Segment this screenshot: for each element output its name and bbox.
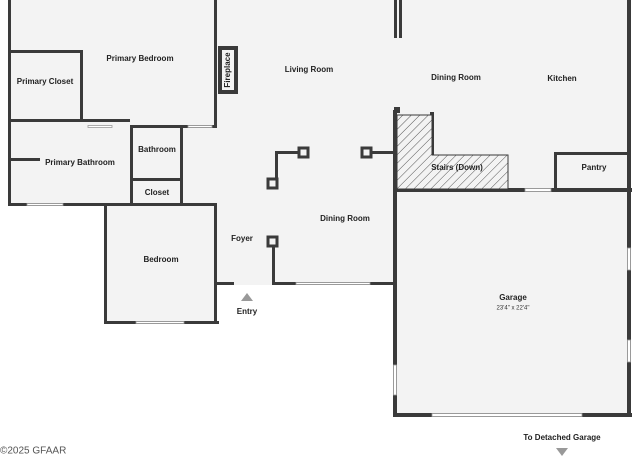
floor-fills (10, 0, 630, 416)
label-dining-room-upper: Dining Room (431, 73, 481, 82)
copyright-notice: ©2025 GFAAR (0, 446, 66, 457)
garage-dimensions: 23'4" x 22'4" (497, 306, 530, 312)
label-stairs: Stairs (Down) (431, 163, 483, 172)
label-foyer: Foyer (231, 234, 253, 243)
columns (266, 107, 400, 248)
label-living-room: Living Room (285, 65, 333, 74)
label-fireplace: Fireplace (223, 52, 232, 88)
windows (26, 125, 631, 417)
label-garage: Garage (499, 293, 527, 302)
column (360, 146, 373, 159)
label-primary-bathroom: Primary Bathroom (45, 158, 115, 167)
label-entry: Entry (237, 307, 258, 316)
detached-garage-arrow-icon (556, 448, 568, 456)
label-detached-garage: To Detached Garage (523, 433, 601, 442)
label-kitchen: Kitchen (547, 74, 576, 83)
column (266, 235, 279, 248)
label-bathroom: Bathroom (138, 145, 176, 154)
entry-arrow-icon (241, 293, 253, 301)
column (297, 146, 310, 159)
label-primary-closet: Primary Closet (17, 77, 74, 86)
label-pantry: Pantry (582, 163, 607, 172)
label-dining-room-lower: Dining Room (320, 214, 370, 223)
label-bedroom: Bedroom (143, 255, 178, 264)
walls (8, 0, 632, 417)
label-closet: Closet (145, 188, 170, 197)
label-primary-bedroom: Primary Bedroom (106, 54, 173, 63)
stairs-hatch (396, 114, 509, 190)
column (266, 177, 279, 190)
